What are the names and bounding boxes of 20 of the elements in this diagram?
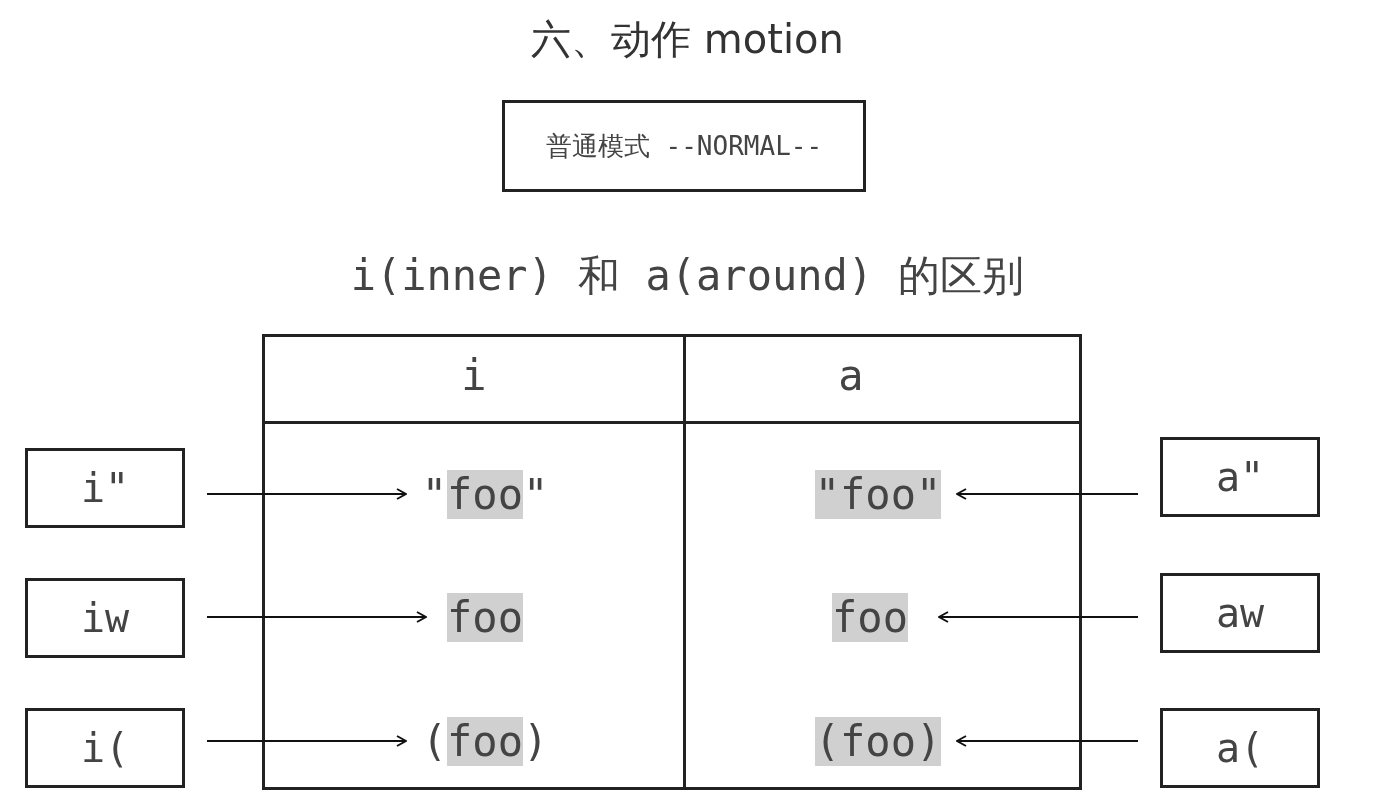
key-box: aw	[1160, 573, 1320, 653]
cell-text: (foo)	[410, 715, 560, 767]
column-header: a	[837, 351, 865, 400]
key-box: i"	[25, 448, 185, 528]
key-box: a"	[1160, 437, 1320, 517]
column-header: i	[460, 351, 488, 400]
mode-box: 普通模式 --NORMAL--	[502, 100, 866, 192]
arrow	[956, 488, 1139, 500]
arrow	[206, 488, 407, 500]
cell-text: "foo"	[410, 468, 560, 520]
arrow	[206, 611, 427, 623]
table	[262, 334, 1082, 790]
arrow	[938, 611, 1139, 623]
arrow	[206, 735, 407, 747]
subtitle: i(inner) 和 a(around) 的区别	[349, 250, 1026, 302]
key-box: a(	[1160, 708, 1320, 788]
key-box: i(	[25, 708, 185, 788]
arrow	[956, 735, 1139, 747]
diagram-title: 六、动作 motion	[530, 15, 845, 64]
key-box: iw	[25, 578, 185, 658]
